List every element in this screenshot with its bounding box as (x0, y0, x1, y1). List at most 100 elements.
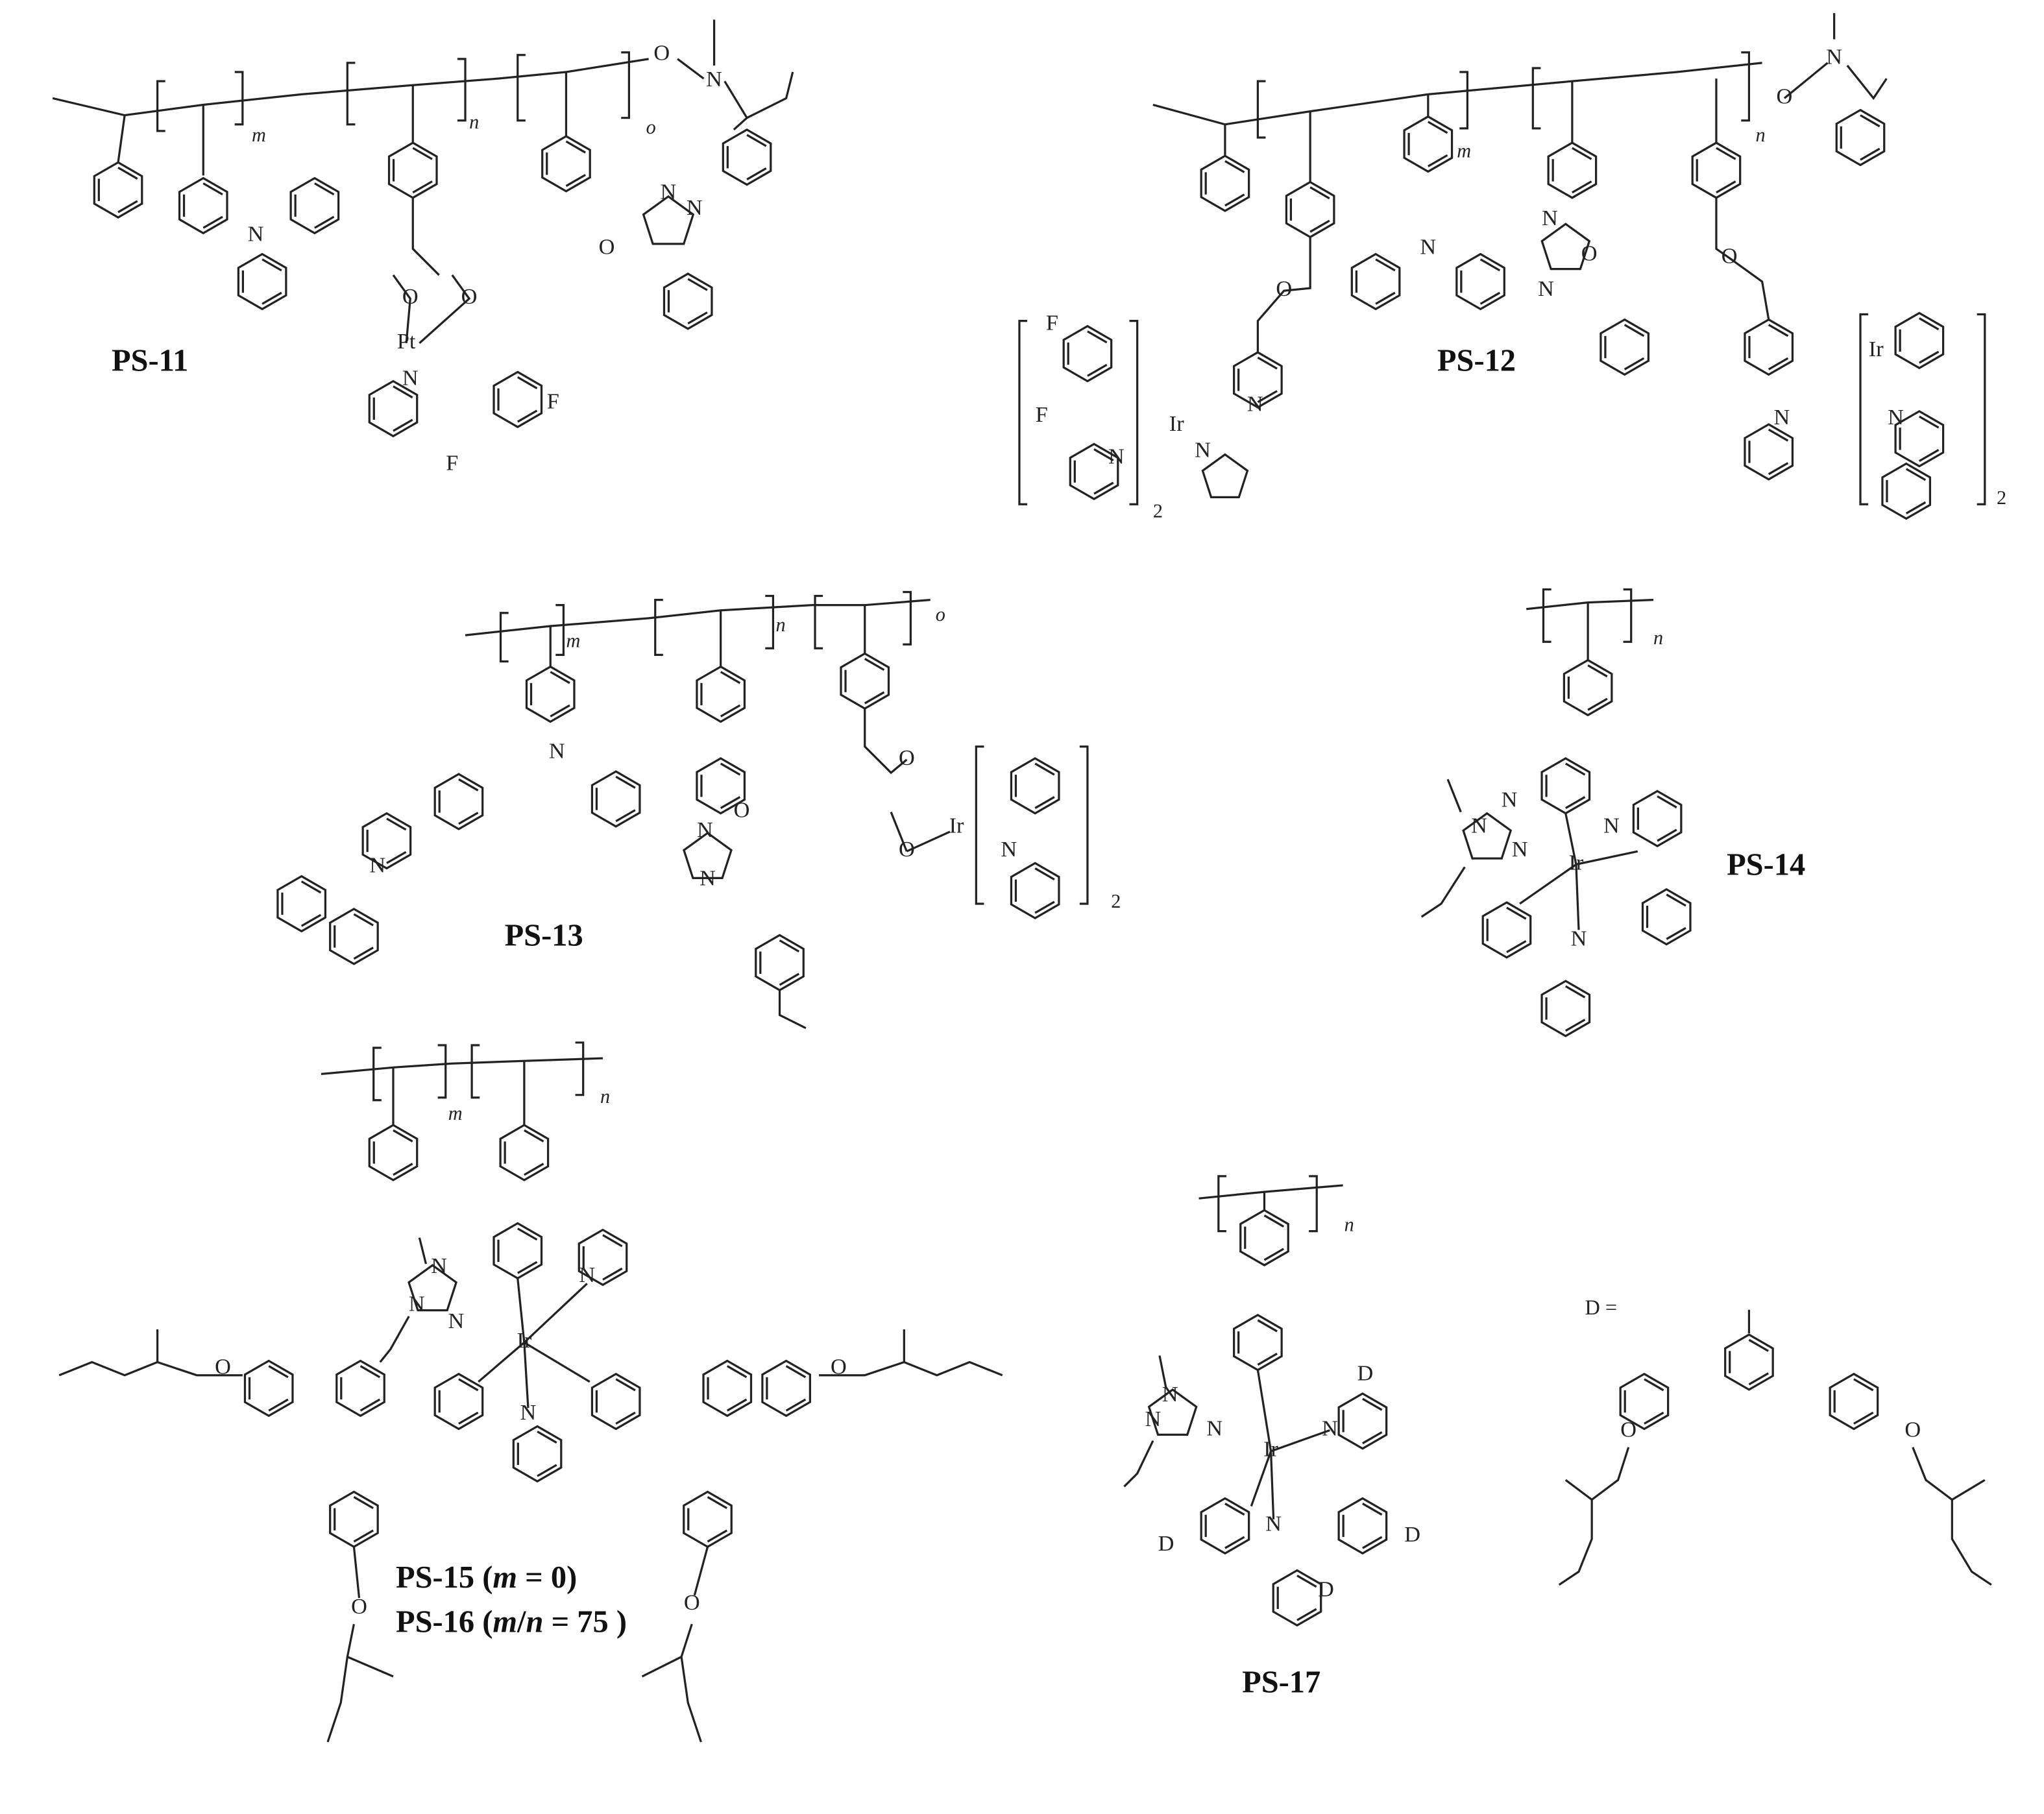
subscript-label: o (936, 603, 945, 625)
benzene-ring (840, 652, 890, 710)
atom-label-n: N (520, 1400, 537, 1425)
subscript-label: n (1653, 627, 1663, 649)
benzene-ring (1481, 901, 1532, 959)
atom-label-n: N (1001, 837, 1017, 862)
benzene-ring (1200, 1497, 1250, 1555)
aromatic-double-bonds (1460, 258, 1501, 305)
atom-label-n: N (1773, 405, 1790, 429)
aromatic-double-bonds (529, 671, 570, 718)
bond-chain (352, 1547, 361, 1599)
benzene-ring (1200, 154, 1250, 212)
benzene-ring (663, 272, 713, 330)
bond-chain (523, 1342, 529, 1409)
atom-label-o: O (899, 837, 915, 862)
benzene-ring (93, 161, 143, 219)
bond-chain (1309, 1175, 1318, 1233)
atom-label-o: O (1581, 241, 1598, 266)
bond-chain (1250, 1451, 1272, 1507)
benzene-ring (1691, 141, 1742, 199)
bond-chain (819, 1360, 1003, 1377)
bond-chain (523, 1283, 588, 1344)
atom-label-n: N (1603, 814, 1620, 838)
subscript-label: m (566, 629, 580, 651)
atom-label-d: D (1357, 1361, 1374, 1386)
benzene-ring (493, 370, 543, 428)
compound-label-ps12: PS-12 (1437, 343, 1516, 378)
bond-chain (1129, 319, 1139, 505)
aromatic-double-bonds (1276, 1575, 1317, 1621)
compound-label-ps15: PS-15 (m = 0) (396, 1560, 577, 1595)
bond-chain (418, 1237, 428, 1264)
bond-chain (1271, 1429, 1330, 1453)
five-membered-ring (1540, 223, 1591, 271)
benzene-ring (1600, 318, 1649, 376)
benzene-ring (1062, 324, 1113, 383)
aromatic-double-bonds (595, 775, 636, 823)
benzene-ring (329, 908, 379, 965)
subscript-label: n (1344, 1214, 1354, 1236)
bond-chain (1912, 1447, 1986, 1501)
subscript-label: 2 (1997, 487, 2006, 509)
aromatic-double-bonds (759, 939, 800, 986)
benzene-ring (578, 1228, 628, 1287)
bond-chain (1459, 71, 1468, 130)
benzene-ring (1403, 115, 1454, 173)
aromatic-double-bonds (1833, 1378, 1874, 1425)
bond-chain (621, 51, 630, 119)
bond-chain (1018, 319, 1028, 505)
benzene-ring (361, 812, 412, 870)
bond-chain (346, 62, 356, 126)
atom-label-ir: Ir (949, 814, 964, 838)
atom-label-o: O (1620, 1417, 1636, 1442)
bond-chain (1526, 598, 1654, 611)
benzene-ring (178, 176, 228, 235)
bond-chain (1977, 313, 1986, 505)
bond-chain (1623, 588, 1633, 643)
bond-chain (1269, 1451, 1275, 1519)
bond-chain (1783, 62, 1829, 99)
aromatic-double-bonds (1899, 317, 1940, 364)
benzene-ring (1233, 1313, 1283, 1372)
aromatic-double-bonds (504, 1129, 544, 1176)
bond-chain (693, 1546, 709, 1596)
atom-label-o: O (1722, 244, 1738, 269)
benzene-ring (433, 1372, 484, 1431)
atom-label-n: N (1826, 45, 1842, 69)
benzene-ring (1455, 252, 1505, 311)
aromatic-double-bonds (334, 1496, 374, 1543)
atom-label-n: N (1195, 437, 1211, 462)
bond-chain (864, 708, 908, 775)
benzene-ring (368, 1124, 419, 1181)
benzene-ring (387, 141, 438, 199)
atom-label-n: N (700, 865, 716, 890)
atom-label-o: O (599, 234, 615, 259)
aromatic-double-bonds (844, 658, 885, 705)
aromatic-double-bonds (1342, 1397, 1383, 1445)
benzene-ring (1894, 410, 1945, 468)
bond-chain (1531, 67, 1541, 130)
atom-label-n: N (661, 180, 677, 204)
benzene-ring (1619, 1372, 1670, 1431)
atom-label-d: D (1404, 1522, 1420, 1547)
atom-label-o: O (1777, 84, 1793, 108)
atom-label-o: O (351, 1594, 367, 1619)
bond-chain (1558, 1499, 1593, 1586)
five-membered-ring (1201, 453, 1249, 498)
aromatic-double-bonds (1748, 428, 1789, 476)
benzene-ring (590, 770, 641, 828)
bond-chain (1256, 1370, 1272, 1452)
benzene-ring (702, 1359, 753, 1418)
bond-chain (52, 58, 649, 117)
atom-label-d: D (1158, 1531, 1174, 1556)
bond-chain (392, 274, 411, 344)
aromatic-double-bonds (1899, 415, 1940, 463)
bond-chain (326, 1623, 356, 1743)
aromatic-double-bonds (1289, 186, 1330, 233)
atom-label-f: F (547, 389, 559, 414)
bond-chain (499, 612, 509, 663)
aromatic-double-bonds (707, 1365, 748, 1412)
bond-chain (321, 1057, 603, 1076)
benzene-ring (1835, 108, 1886, 167)
aromatic-double-bonds (726, 134, 767, 180)
